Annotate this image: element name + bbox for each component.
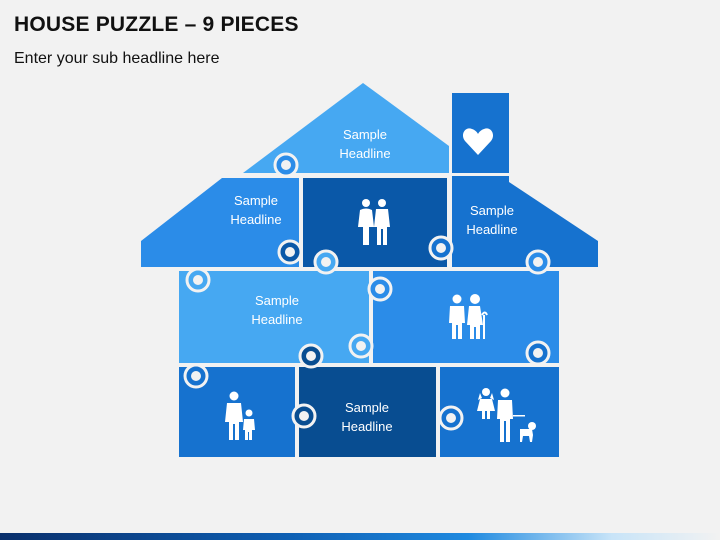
slide-subtitle: Enter your sub headline here [14,50,220,67]
couple-icon [358,199,390,245]
puzzle-knobs [183,152,551,431]
puzzle-piece-row3-middle [299,367,436,457]
knob [436,243,446,253]
elderly-couple-icon [449,294,488,339]
knob [191,371,201,381]
knob [299,411,309,421]
heart-icon [462,128,494,155]
family-icon [225,391,255,440]
puzzle-piece-row2-left [179,271,369,363]
knob [281,160,291,170]
knob [375,284,385,294]
slide-title: HOUSE PUZZLE – 9 PIECES [14,13,299,36]
knob [321,257,331,267]
puzzle-piece-roof-left [141,178,299,267]
father-child-dog-icon [477,388,536,442]
knob [356,341,366,351]
footer-bar [0,533,720,540]
knob [285,247,295,257]
knob [446,413,456,423]
knob [306,351,316,361]
knob [533,257,543,267]
knob [533,348,543,358]
puzzle-piece-roof-top [243,83,449,173]
puzzle-piece-roof-right [452,176,598,267]
knob [193,275,203,285]
